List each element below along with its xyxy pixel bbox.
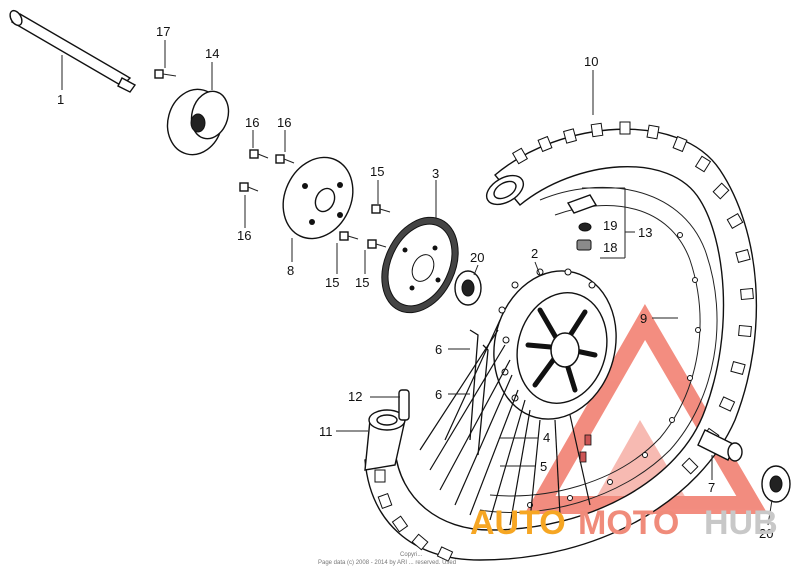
spoke-nipples [579,434,592,463]
label-tire: 10 [584,54,598,69]
label-sprocket: 3 [432,166,439,181]
spokes [419,319,591,526]
tube [364,409,406,471]
axle [9,9,137,93]
part-labels: 1 2 3 4 5 6 6 7 8 9 10 11 12 13 14 15 15… [57,24,773,541]
valve [398,389,410,421]
label-rim-band-set: 13 [638,225,652,240]
sprocket-set-plate [282,156,354,240]
copyright-line-2: Page data (c) 2008 - 2014 by ARI ... res… [318,560,456,566]
bearing-upper [454,270,482,306]
label-nut: 18 [603,240,617,255]
side-collar-right [697,429,743,462]
label-spoke-b: 5 [540,459,547,474]
label-bolt-b: 15 [325,275,339,290]
nut-part [576,239,592,251]
label-rim: 9 [640,311,647,326]
label-bolt-d: 16 [245,115,259,130]
label-bolt-e: 16 [277,115,291,130]
label-hub: 2 [531,246,538,261]
leader-lines [61,40,773,526]
watermark-auto: AUTO [470,504,566,542]
watermark-hub: HUB [704,504,778,542]
label-bearing-a: 20 [470,250,484,265]
label-spoke-a: 4 [543,430,550,445]
loose-spoke [469,329,489,456]
label-valve: 12 [348,389,362,404]
label-bolt-f: 16 [237,228,251,243]
label-bolt-g: 17 [156,24,170,39]
label-spoke-d: 6 [435,387,442,402]
valve-nut-part [566,194,598,214]
sprocket [381,216,459,314]
watermark-moto: MOTO [578,504,679,542]
washer-part [578,222,592,232]
copyright-footer: Copyri... Page data (c) 2008 - 2014 by A… [318,552,456,566]
hub [493,268,617,420]
side-collar [166,88,230,156]
label-sprocket-set-plate: 8 [287,263,294,278]
label-spoke-e: 7 [708,480,715,495]
label-tube: 11 [319,424,333,439]
label-side-collar: 14 [205,46,219,61]
label-axle: 1 [57,92,64,107]
label-bolt-c: 15 [355,275,369,290]
copyright-line-1: Copyri... [400,552,423,558]
bearing-lower [761,465,791,503]
label-washer: 19 [603,218,617,233]
rim [479,186,718,513]
rim-band-bracket [582,187,635,259]
watermark-text: AUTO MOTO HUB [470,504,778,542]
label-spoke-c: 6 [435,342,442,357]
bolts [154,69,391,249]
label-bearing-b: 20 [759,526,773,541]
label-bolt-a: 15 [370,164,384,179]
